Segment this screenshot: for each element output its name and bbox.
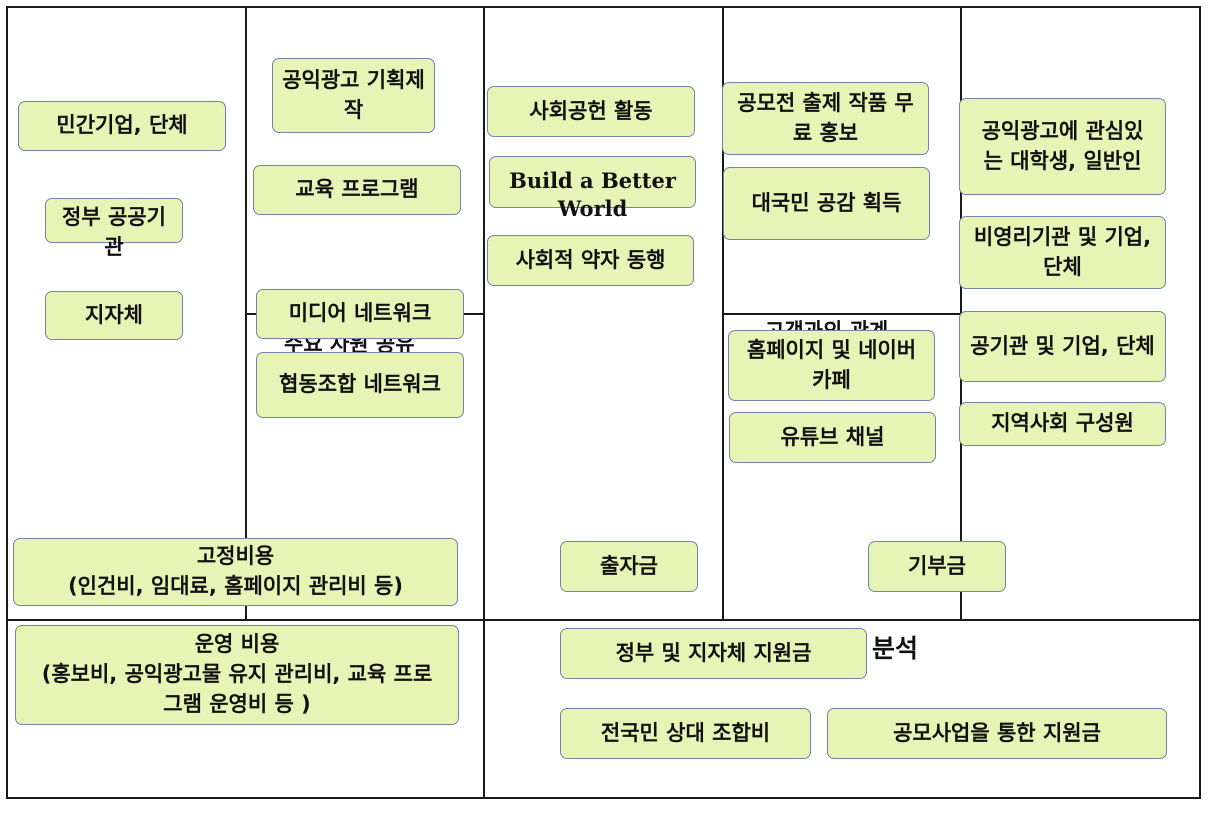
divider-relationships-channels	[723, 313, 961, 315]
segment-note-public-institutions[interactable]: 공기관 및 기업, 단체	[959, 311, 1166, 382]
value-note-better-world[interactable]: Build a Better World	[489, 156, 696, 221]
partner-note-government[interactable]: 정부 공공기 관	[45, 198, 183, 259]
canvas-border-right	[1199, 6, 1201, 799]
partner-note-private-companies[interactable]: 민간기업, 단체	[18, 101, 226, 151]
activity-note-ad-production[interactable]: 공익광고 기획제 작	[272, 58, 435, 133]
cost-note-operating-costs[interactable]: 운영 비용 (홍보비, 공익광고물 유지 관리비, 교육 프로 그램 운영비 등…	[15, 625, 459, 725]
cost-note-fixed-costs[interactable]: 고정비용 (인건비, 임대료, 홈페이지 관리비 등)	[13, 538, 458, 606]
relationship-note-free-promotion[interactable]: 공모전 출제 작품 무 료 홍보	[722, 82, 929, 155]
revenue-note-donations[interactable]: 기부금	[868, 541, 1006, 592]
revenue-note-contest-grants[interactable]: 공모사업을 통한 지원금	[827, 708, 1167, 759]
partner-note-local-government[interactable]: 지자체	[45, 291, 183, 340]
value-note-social-contribution[interactable]: 사회공헌 활동	[487, 86, 695, 137]
value-note-social-minorities[interactable]: 사회적 약자 동행	[487, 235, 694, 286]
revenue-note-membership-fees[interactable]: 전국민 상대 조합비	[560, 708, 811, 759]
channel-note-youtube[interactable]: 유튜브 채널	[729, 412, 936, 463]
revenue-note-government-support[interactable]: 정부 및 지자체 지원금	[560, 628, 867, 679]
segment-note-local-community[interactable]: 지역사회 구성원	[959, 402, 1166, 446]
divider-vertical-2	[483, 6, 485, 799]
segment-note-students-public[interactable]: 공익광고에 관심있 는 대학생, 일반인	[959, 98, 1166, 195]
divider-top-bottom-horizontal	[7, 619, 1200, 621]
canvas-border-left	[6, 6, 8, 799]
relationship-note-public-empathy[interactable]: 대국민 공감 획득	[723, 167, 930, 240]
canvas-border-bottom	[7, 797, 1200, 799]
activity-note-education[interactable]: 교육 프로그램	[253, 165, 461, 215]
segment-note-nonprofits[interactable]: 비영리기관 및 기업, 단체	[959, 216, 1166, 289]
channel-note-homepage-cafe[interactable]: 홈페이지 및 네이버 카페	[728, 330, 935, 401]
resource-note-coop-network[interactable]: 협동조합 네트워크	[256, 352, 464, 418]
revenue-note-investment[interactable]: 출자금	[560, 541, 698, 592]
revenue-streams-title: 분석	[872, 634, 919, 663]
canvas-border-top	[7, 6, 1200, 8]
resource-note-media-network[interactable]: 미디어 네트워크	[256, 289, 464, 339]
